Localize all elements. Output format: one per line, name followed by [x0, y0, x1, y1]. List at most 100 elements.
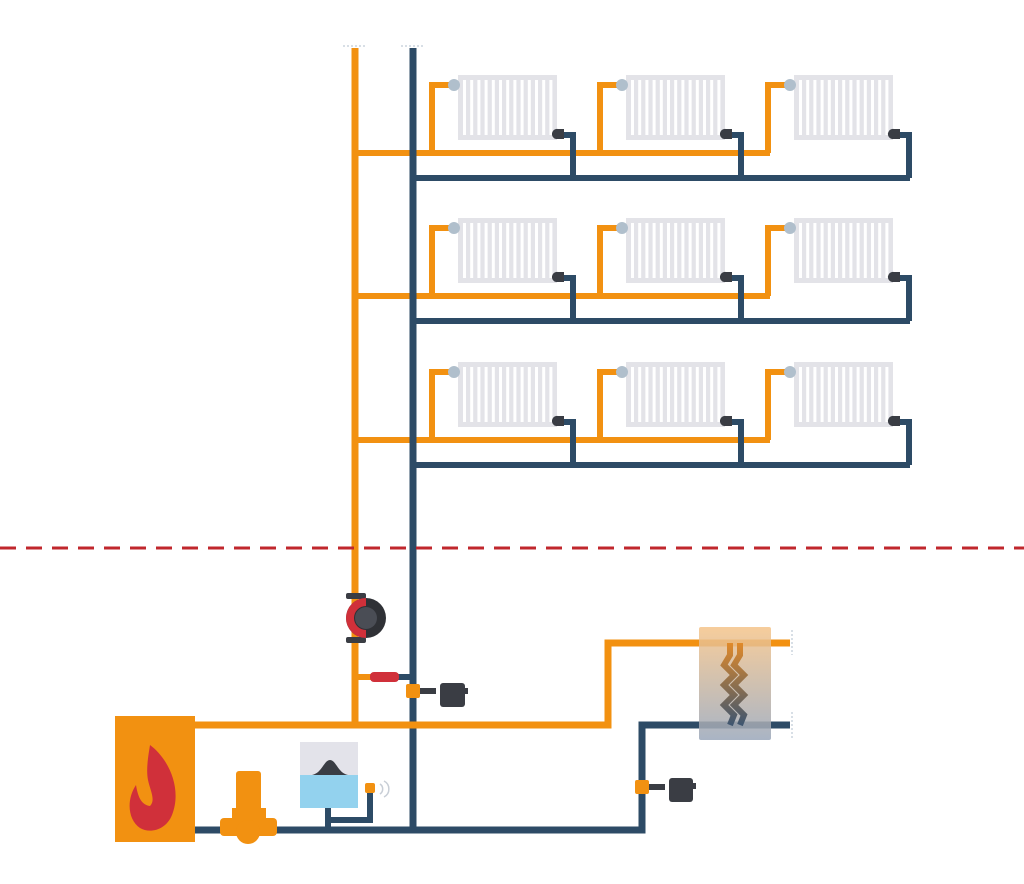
radiator-fin — [659, 223, 663, 278]
radiator-fin — [856, 80, 860, 135]
radiator-supply-pipe — [597, 82, 620, 153]
thermostatic-valve-icon — [448, 222, 460, 234]
radiator-supply-pipe — [429, 82, 452, 153]
radiator-fin — [688, 367, 692, 422]
radiator-fin — [674, 223, 678, 278]
thermostatic-valve-icon — [616, 222, 628, 234]
radiator-fin — [871, 367, 874, 422]
radiator-fin — [674, 367, 678, 422]
radiator-fin — [659, 80, 663, 135]
radiator-fin — [549, 223, 553, 278]
motorized-valve-icon — [406, 683, 468, 707]
radiator-fin — [820, 367, 824, 422]
radiator-fin — [688, 80, 692, 135]
radiator-fin — [827, 367, 831, 422]
radiator-fin — [513, 80, 517, 135]
radiator-fin — [695, 223, 699, 278]
return-main-pipe — [195, 721, 790, 834]
radiator-fin — [513, 223, 517, 278]
radiator-fin — [827, 80, 831, 135]
radiator-supply-pipe — [597, 369, 620, 440]
radiator-fin — [506, 80, 510, 135]
radiator-fin — [470, 223, 474, 278]
radiator-fin — [799, 223, 802, 278]
radiator-fin — [710, 80, 714, 135]
thermostatic-valve-icon — [616, 79, 628, 91]
boiler-icon — [115, 716, 195, 842]
radiator-fin — [710, 367, 714, 422]
radiator-fin — [499, 223, 502, 278]
radiator-fin — [717, 367, 721, 422]
radiator-fin — [813, 367, 817, 422]
return-valve-icon — [551, 415, 564, 426]
radiator-fin — [871, 80, 874, 135]
radiator-fin — [703, 80, 706, 135]
expansion-tank-icon — [300, 742, 390, 830]
radiator-fin — [885, 223, 889, 278]
radiator-fin — [842, 367, 846, 422]
return-valve-icon — [719, 271, 732, 282]
radiator-fin — [849, 223, 853, 278]
radiator-fin — [863, 223, 867, 278]
radiator-fin — [527, 367, 531, 422]
radiator-supply-pipe — [429, 369, 452, 440]
radiator-fin — [463, 80, 466, 135]
radiator-fin — [652, 223, 656, 278]
radiator-supply-pipe — [429, 225, 452, 296]
radiator-fin — [470, 367, 474, 422]
radiator-fin — [667, 223, 670, 278]
radiator-fin — [477, 80, 481, 135]
thermostatic-valve-icon — [616, 366, 628, 378]
thermostatic-valve-icon — [784, 222, 796, 234]
radiator-return-pipe — [899, 275, 912, 321]
radiator-return-pipe — [899, 419, 912, 465]
return-valve-icon — [719, 415, 732, 426]
radiator-fin — [506, 223, 510, 278]
radiator-fin — [477, 223, 481, 278]
radiator-fin — [820, 80, 824, 135]
radiator-fin — [491, 80, 495, 135]
radiator-fin — [631, 367, 634, 422]
radiator-fin — [513, 367, 517, 422]
thermostatic-valve-icon — [448, 79, 460, 91]
radiator-fin — [463, 367, 466, 422]
radiator-fin — [681, 223, 685, 278]
radiator-fin — [703, 367, 706, 422]
flame-icon — [129, 745, 176, 831]
radiator-fin — [878, 223, 882, 278]
radiator-fin — [681, 367, 685, 422]
radiator-return-pipe — [731, 275, 744, 321]
radiator-fin — [681, 80, 685, 135]
return-valve-icon — [887, 128, 900, 139]
radiator-fin — [799, 367, 802, 422]
radiator-fin — [542, 223, 546, 278]
radiator-return-pipe — [563, 132, 576, 178]
radiator-fin — [506, 367, 510, 422]
radiator-fin — [717, 80, 721, 135]
radiator-supply-pipe — [765, 225, 788, 296]
radiator-fin — [659, 367, 663, 422]
radiator-fin — [871, 223, 874, 278]
radiator-fin — [470, 80, 474, 135]
radiator-fin — [535, 80, 538, 135]
radiator-fin — [806, 223, 810, 278]
radiator-supply-pipe — [765, 82, 788, 153]
radiator-return-pipe — [563, 275, 576, 321]
radiator-fin — [667, 80, 670, 135]
radiator-fin — [813, 80, 817, 135]
radiator-fin — [835, 367, 838, 422]
radiator-fin — [695, 367, 699, 422]
radiator-fin — [710, 223, 714, 278]
radiator-fin — [856, 367, 860, 422]
heat-exchanger-icon — [699, 627, 793, 740]
radiator-return-pipe — [899, 132, 912, 178]
radiator-fin — [645, 223, 649, 278]
radiator-fin — [520, 223, 524, 278]
radiator-fin — [499, 367, 502, 422]
circulation-pump-icon — [346, 593, 386, 643]
radiator-fin — [835, 223, 838, 278]
radiator-fin — [799, 80, 802, 135]
radiator-fin — [463, 223, 466, 278]
radiator-fin — [520, 367, 524, 422]
